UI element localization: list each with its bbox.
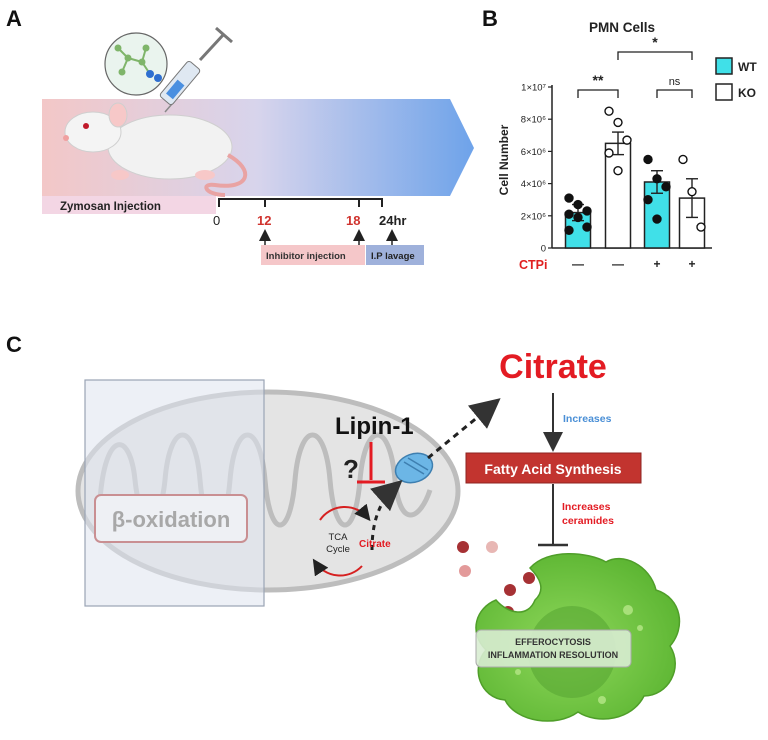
increases-ceramides-label-2: ceramides: [562, 515, 614, 527]
data-point: [622, 135, 632, 145]
y-tick-label: 6×10⁶: [521, 147, 546, 158]
data-point: [564, 225, 574, 235]
bar-ko: [604, 142, 632, 249]
legend-label-ko: KO: [738, 86, 756, 100]
increases-label: Increases: [563, 413, 612, 425]
data-point: [582, 206, 592, 216]
fas-label: Fatty Acid Synthesis: [484, 461, 621, 477]
data-point: [643, 194, 653, 205]
data-point: [652, 214, 662, 224]
question-mark: ?: [343, 454, 359, 484]
zymosan-label: Zymosan Injection: [60, 201, 161, 213]
beta-oxidation-panel: [84, 379, 265, 607]
data-point: [613, 166, 623, 176]
legend-swatch-wt: [715, 57, 733, 75]
inhibitor-box: [261, 245, 365, 265]
data-point: [604, 106, 614, 116]
inflammation-resolution-label: INFLAMMATION RESOLUTION: [488, 650, 618, 660]
citrate-title: Citrate: [499, 348, 607, 386]
beta-oxidation-box: [94, 494, 248, 543]
molecule-icon: [104, 32, 168, 96]
timeline-axis: [218, 198, 383, 207]
timeline-t0: 0: [213, 213, 220, 228]
significance-bracket: [617, 51, 693, 60]
data-point: [564, 209, 574, 219]
significance-label: *: [652, 34, 658, 50]
chart-plot: 0 2×10⁶ 4×10⁶ 6×10⁶ 8×10⁶ 1×10⁷ — — + + ** ns *: [521, 34, 712, 271]
zymosan-box: [42, 196, 216, 214]
data-point: [613, 117, 623, 128]
citrate-small-label: Citrate: [359, 539, 391, 550]
dashed-arrow-citrate-out: [427, 398, 501, 460]
y-tick-label: 0: [541, 244, 546, 255]
lavage-label: I.P lavage: [371, 251, 415, 262]
inhibitor-label: Inhibitor injection: [266, 251, 346, 262]
lipin-label: Lipin-1: [335, 413, 414, 440]
syringe-icon: [159, 26, 233, 113]
y-tick-label: 4×10⁶: [521, 179, 546, 190]
data-point: [573, 212, 583, 223]
timeline-t12: 12: [257, 213, 271, 228]
tca-label: TCA: [329, 532, 349, 543]
data-point: [582, 222, 592, 232]
y-tick-label: 2×10⁶: [521, 211, 546, 222]
timeline-t18: 18: [346, 213, 360, 228]
increases-ceramides-label-1: Increases: [562, 501, 611, 513]
data-point: [652, 174, 662, 184]
significance-label: ns: [669, 76, 681, 88]
treatment-sign: —: [612, 257, 624, 271]
transporter-icon: [394, 452, 434, 484]
fas-box: [465, 452, 642, 484]
timeline-t24: 24hr: [379, 213, 406, 228]
data-point: [604, 148, 614, 158]
data-point: [687, 186, 697, 197]
data-point: [643, 154, 653, 165]
treatment-sign: —: [572, 257, 584, 271]
treatment-sign: +: [688, 257, 695, 271]
cycle-label: Cycle: [326, 544, 350, 555]
data-point: [564, 193, 574, 203]
data-point: [573, 199, 583, 210]
y-tick-label: 1×10⁷: [521, 83, 546, 94]
treatment-label: CTPi: [519, 258, 547, 272]
efferocytosis-label: EFFEROCYTOSIS: [515, 637, 591, 647]
beta-oxidation-label: β-oxidation: [112, 507, 231, 532]
legend-swatch-ko: [715, 83, 733, 101]
lavage-box: [366, 245, 424, 265]
significance-bracket: [577, 89, 619, 98]
mouse-icon: [63, 102, 248, 197]
data-point: [661, 182, 671, 192]
legend-label-wt: WT: [738, 60, 757, 74]
panel-label-a: A: [6, 6, 22, 31]
data-point: [696, 222, 706, 232]
tca-cycle-icon: [312, 503, 371, 577]
efferocytosis-box: [475, 629, 632, 668]
significance-bracket: [656, 89, 693, 98]
y-axis-label: Cell Number: [497, 124, 511, 195]
panel-label-b: B: [482, 6, 498, 31]
panel-label-c: C: [6, 332, 22, 357]
treatment-sign: +: [653, 257, 660, 271]
significance-label: **: [593, 72, 604, 88]
chart-title: PMN Cells: [589, 20, 655, 35]
y-tick-label: 8×10⁶: [521, 115, 546, 126]
data-point: [678, 154, 688, 165]
